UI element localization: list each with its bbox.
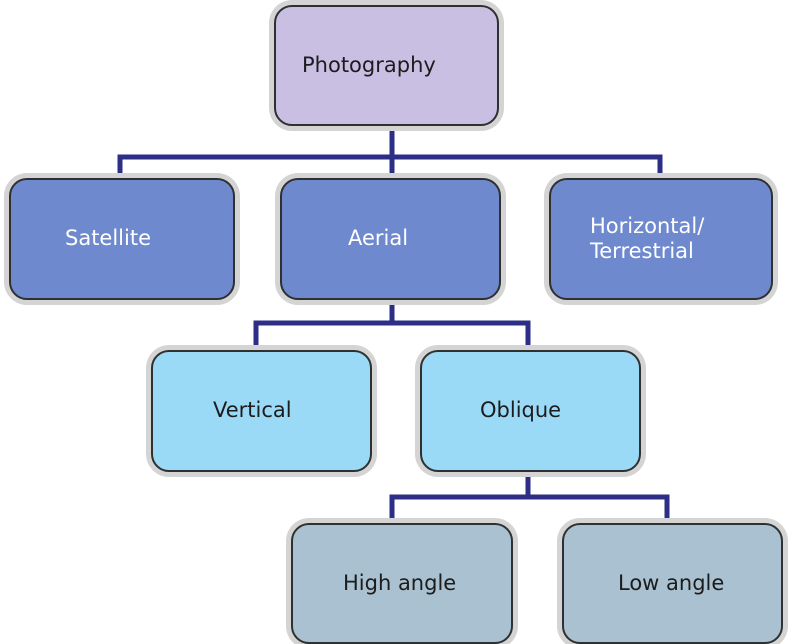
node-aerial-label: Aerial	[348, 226, 409, 251]
node-high-angle-label: High angle	[343, 570, 457, 595]
node-horizontal-label-line1: Horizontal/	[590, 213, 705, 238]
node-satellite-label: Satellite	[65, 226, 152, 251]
node-vertical: Vertical	[151, 350, 372, 472]
node-satellite: Satellite	[9, 178, 235, 300]
node-photography: Photography	[274, 5, 499, 126]
node-high-angle: High angle	[291, 523, 513, 644]
node-oblique-label: Oblique	[480, 398, 562, 423]
node-photography-label: Photography	[302, 52, 436, 77]
node-oblique: Oblique	[420, 350, 641, 472]
node-low-angle-label: Low angle	[618, 570, 725, 595]
node-aerial: Aerial	[280, 178, 501, 300]
node-horizontal-label-line2: Terrestrial	[590, 239, 694, 263]
node-vertical-label: Vertical	[213, 398, 292, 423]
node-horizontal-terrestrial: Horizontal/ Terrestrial	[549, 178, 773, 300]
node-low-angle: Low angle	[562, 523, 783, 644]
node-horizontal-terrestrial-text: Horizontal/ Terrestrial	[590, 214, 704, 264]
